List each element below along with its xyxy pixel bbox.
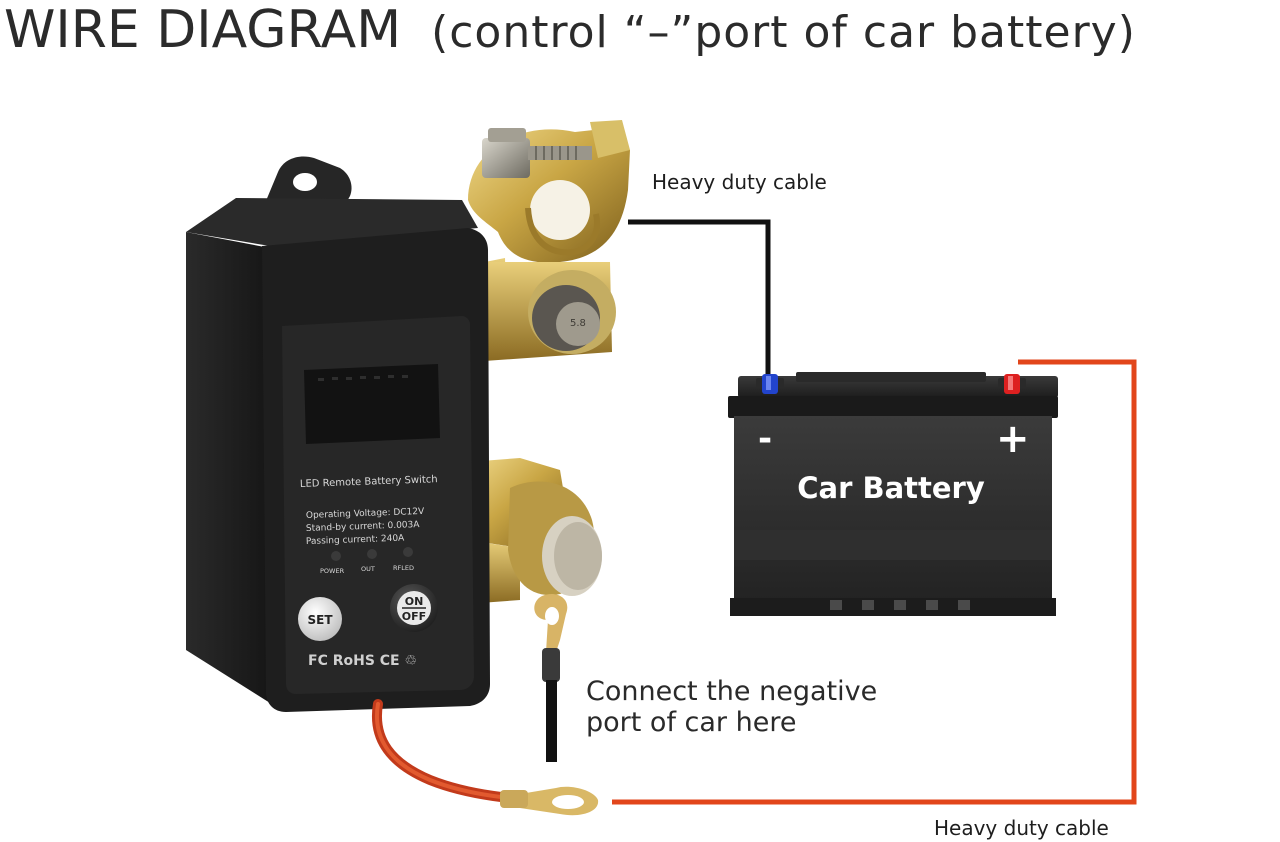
connect-note-line-1: Connect the negative bbox=[586, 676, 878, 707]
title-main: WIRE DIAGRAM bbox=[4, 0, 402, 60]
spec-voltage: Operating Voltage: DC12V bbox=[306, 507, 425, 521]
led-out-label: OUT bbox=[361, 565, 375, 573]
positive-terminal-icon bbox=[998, 374, 1026, 394]
spec-passing: Passing current: 240A bbox=[306, 534, 406, 547]
bottom-cable-label: Heavy duty cable bbox=[934, 816, 1109, 840]
panel-title: LED Remote Battery Switch bbox=[300, 474, 438, 490]
connect-note-line-2: port of car here bbox=[586, 707, 797, 738]
car-battery: - + Car Battery bbox=[728, 372, 1058, 616]
diagram-title: WIRE DIAGRAM (control “–”port of car batt… bbox=[4, 0, 1136, 60]
led-power-label: POWER bbox=[320, 567, 345, 575]
negative-heavy-duty-cable bbox=[628, 219, 771, 378]
remote-battery-switch bbox=[186, 156, 599, 816]
on-label: ON bbox=[405, 595, 424, 608]
top-cable-label: Heavy duty cable bbox=[652, 170, 827, 194]
device-panel-text: LED Remote Battery Switch Operating Volt… bbox=[300, 474, 438, 669]
negative-port-lead bbox=[534, 594, 568, 762]
battery-name: Car Battery bbox=[797, 471, 985, 505]
spec-standby: Stand-by current: 0.003A bbox=[306, 520, 421, 534]
led-rfled-label: RFLED bbox=[393, 564, 414, 572]
positive-heavy-duty-cable bbox=[612, 359, 1137, 805]
off-label: OFF bbox=[402, 610, 426, 623]
title-subtitle: (control “–”port of car battery) bbox=[431, 7, 1136, 58]
positive-symbol: + bbox=[996, 416, 1030, 462]
negative-symbol: - bbox=[758, 419, 772, 459]
svg-text:5.8: 5.8 bbox=[570, 318, 586, 329]
negative-terminal-icon bbox=[756, 374, 784, 394]
set-button-label: SET bbox=[307, 613, 333, 627]
battery-terminal-clamp: 5.8 bbox=[468, 120, 630, 362]
certification-marks: FC RoHS CE ♲ bbox=[308, 653, 417, 669]
connect-negative-note: Connect the negative port of car here bbox=[586, 676, 877, 738]
